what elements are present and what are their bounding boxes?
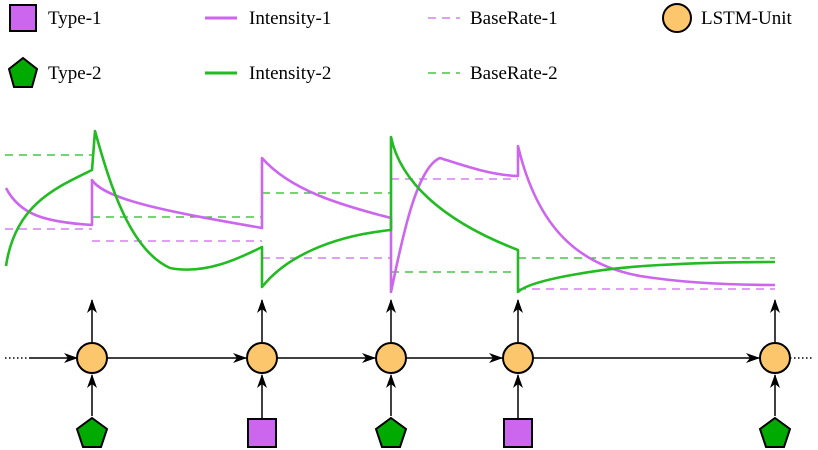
legend: Type-1 Type-2 Intensity-1 Intensity-2 Ba… [7,3,793,88]
legend-lstm-label: LSTM-Unit [701,8,793,29]
type1-square-icon [9,4,37,32]
legend-type2: Type-2 [7,56,102,88]
type2-pentagon-icon [7,56,39,88]
legend-intensity1-label: Intensity-1 [249,8,331,29]
lstm-unit-3 [375,342,407,374]
lstm-unit-5 [759,342,791,374]
lstm-unit-1 [76,342,108,374]
lstm-unit-icon [662,3,692,33]
legend-baserate1-label: BaseRate-1 [470,8,558,29]
legend-type1: Type-1 [9,4,102,32]
legend-type1-label: Type-1 [48,8,102,29]
legend-intensity1: Intensity-1 [205,8,331,29]
legend-baserate2: BaseRate-2 [428,63,558,84]
legend-lstm: LSTM-Unit [662,3,793,33]
event-5-type2-pentagon-icon [758,416,792,448]
event-1-type2-pentagon-icon [75,416,109,448]
event-2-type1-square-icon [247,418,277,448]
event-3-type2-pentagon-icon [374,416,408,448]
legend-baserate2-label: BaseRate-2 [470,63,558,84]
legend-type2-label: Type-2 [48,63,102,84]
legend-intensity2: Intensity-2 [205,63,331,84]
lstm-unit-2 [246,342,278,374]
event-4-type1-square-icon [503,418,533,448]
legend-intensity2-label: Intensity-2 [249,63,331,84]
lstm-units [76,342,791,374]
baserate-2-segments [5,154,775,273]
legend-baserate1: BaseRate-1 [428,8,558,29]
events [75,416,792,448]
lstm-chain [5,299,813,418]
lstm-unit-4 [502,342,534,374]
intensity-2-curve [4,129,776,294]
